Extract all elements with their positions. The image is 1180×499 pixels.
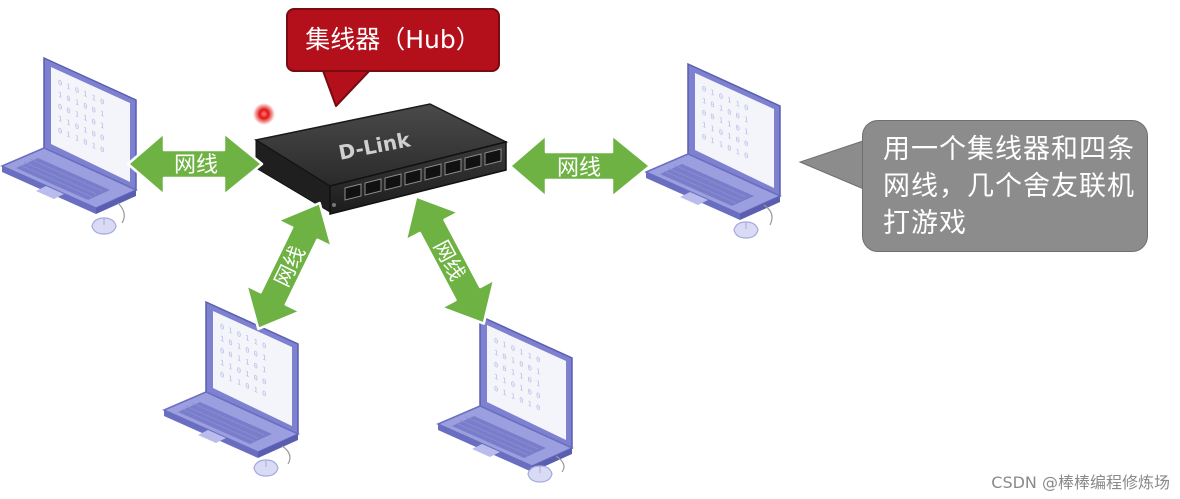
cable-arrow-right: 网线 [508,133,652,199]
laptop-icon-bottom-right [437,315,573,483]
cable-label-right: 网线 [557,156,601,181]
mouse-icon [733,221,759,239]
mouse-icon [527,465,553,483]
laptop-icon-right [645,63,781,239]
red-pointer-dot [253,103,275,125]
cable-arrow-bottom-right: 网线 [404,195,496,325]
watermark: CSDN @棒棒编程修炼场 [991,473,1170,492]
laptop-icon-left [1,57,137,235]
mouse-icon [253,459,279,477]
laptop-icon-bottom-left [163,301,299,477]
hub-label-pointer [321,67,373,107]
network-switch-icon: D-Link [254,103,509,215]
cable-label-left: 网线 [174,153,218,178]
callout-bubble: 用一个集线器和四条网线，几个舍友联机打游戏 [862,120,1148,252]
callout-pointer [798,139,867,191]
hub-label: 集线器（Hub） [286,8,500,72]
mouse-icon [91,217,117,235]
cable-arrow-left: 网线 [126,131,264,197]
